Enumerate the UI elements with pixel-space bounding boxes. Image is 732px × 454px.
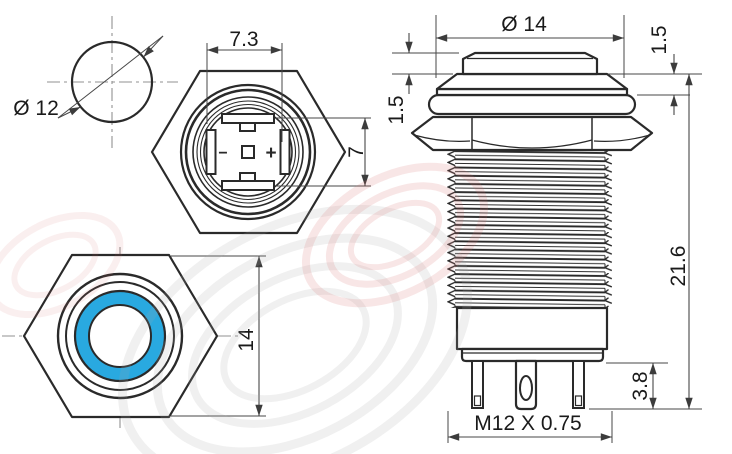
nut-facet-lines (471, 117, 593, 150)
rear-ring-2 (184, 88, 312, 216)
nut-chamfer-arcs (413, 134, 651, 149)
dim-thread-spec: M12 X 0.75 (474, 412, 581, 435)
dim-head-diameter: Ø 14 (501, 13, 547, 36)
dim-pin-length: 3.8 (629, 371, 652, 400)
center-post (241, 145, 255, 159)
terminal-top-tab (239, 122, 256, 132)
terminal-bottom (221, 180, 275, 191)
dim-cap-height: 1.5 (385, 95, 408, 124)
dim-terminal-width: 7.3 (229, 28, 258, 51)
dim-terminal-pitch: 7 (345, 146, 368, 158)
pin-center (514, 359, 538, 411)
led-ring-outer-edge (73, 289, 167, 383)
pin-center-hole (519, 375, 533, 401)
button-cap (461, 51, 599, 76)
rear-ring-1 (179, 83, 317, 221)
diameter-arrow-upper (143, 35, 164, 58)
dim-body-length: 21.6 (667, 246, 690, 287)
rear-ring-6 (203, 107, 293, 197)
dim-bezel-across-flats: 14 (235, 328, 258, 352)
rear-ring-4 (196, 100, 300, 204)
lower-body (455, 306, 609, 351)
view-side: Ø 14 1.5 1.5 21.6 3.8 M12 X 0.75 (385, 13, 702, 443)
minus-polarity-mark: − (218, 145, 227, 162)
base-plate (460, 347, 605, 363)
terminal-bottom-tab (239, 172, 256, 182)
thread-section (447, 150, 613, 308)
hex-nut (410, 115, 654, 152)
diameter-arrow-lower (57, 106, 81, 119)
pin-left-tip (473, 395, 482, 407)
terminal-top (221, 113, 275, 124)
view-front: 14 (2, 247, 266, 428)
view-rear: − + 7.3 7 (150, 28, 371, 235)
bezel-shoulder (435, 72, 629, 91)
rear-ring-3 (192, 96, 304, 208)
knob-circle (70, 40, 154, 124)
front-inner-ring (65, 281, 175, 391)
pin-right-tip (574, 395, 583, 407)
ext-line (392, 52, 459, 75)
front-outer-ring (56, 272, 184, 400)
plus-polarity-mark: + (265, 143, 276, 164)
view-knob-top: Ø 12 (13, 16, 178, 148)
ext-line (171, 255, 266, 417)
dim-knob-diameter: Ø 12 (13, 97, 59, 120)
terminal-left (205, 129, 217, 175)
dim-bezel-height: 1.5 (648, 25, 671, 54)
terminal-right (279, 129, 291, 175)
pin-right (572, 360, 585, 409)
ext-line (276, 117, 371, 187)
ext-line (206, 43, 283, 142)
led-ring-inner-edge (88, 304, 152, 368)
pin-left (471, 360, 484, 409)
flange (427, 93, 637, 116)
ext-line (435, 15, 625, 78)
rear-ring-5 (199, 103, 297, 201)
